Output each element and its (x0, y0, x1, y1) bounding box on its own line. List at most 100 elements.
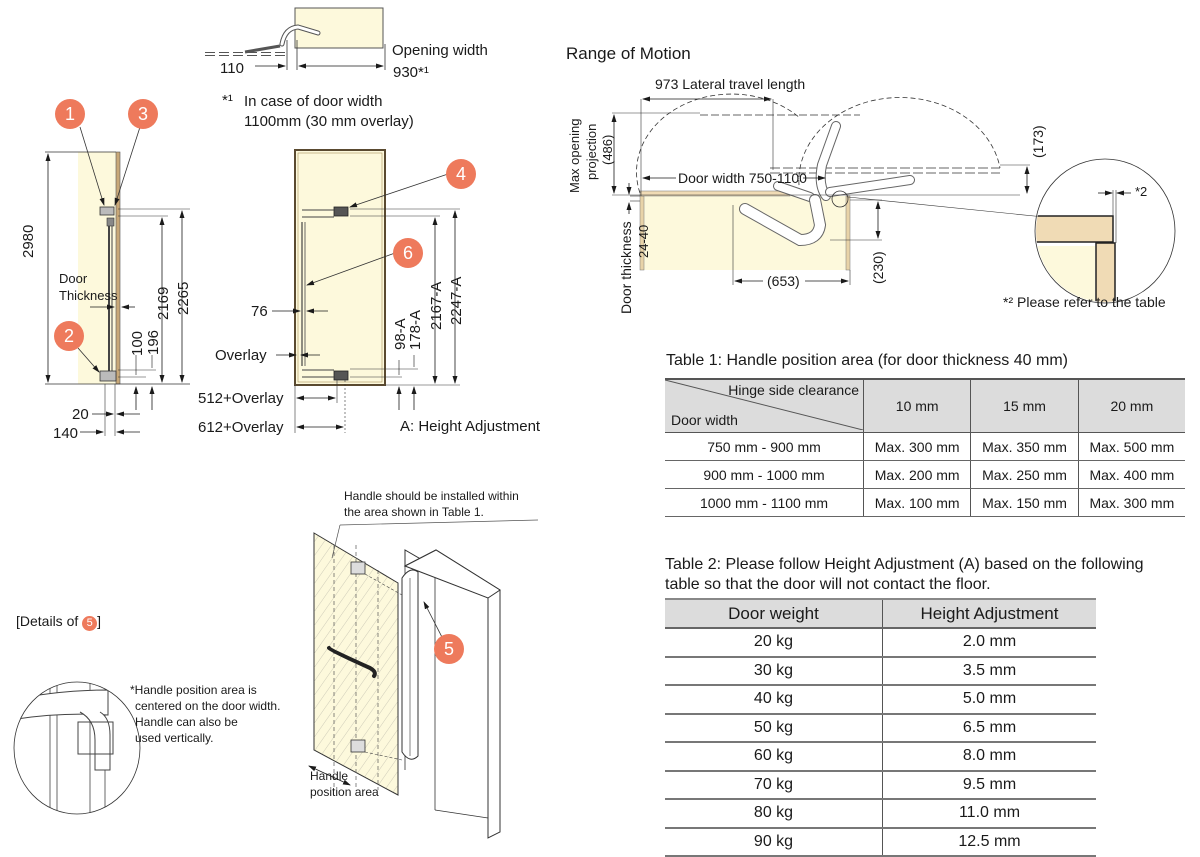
table1-cell: Max. 300 mm (863, 432, 972, 461)
handle-area-line-1: Handle (310, 769, 349, 783)
details-title-badge: 5 (82, 616, 98, 631)
details-note-line-2: centered on the door width. (135, 699, 281, 713)
table1-caption: Table 1: Handle position area (for door … (666, 352, 1068, 369)
dim-196: 196 (145, 329, 162, 355)
door-weight-cell: 40 kg (665, 685, 883, 715)
height-adjustment-cell: 5.0 mm (882, 685, 1096, 715)
callout-badge-4: 4 (446, 159, 476, 189)
overlay-label: Overlay (215, 347, 267, 364)
lateral-travel-label: 973 Lateral travel length (655, 76, 806, 92)
height-adjustment-cell: 3.5 mm (882, 656, 1096, 686)
handle-callout-line-1: Handle should be installed within (344, 489, 519, 503)
opening-width-label: Opening width (392, 42, 488, 59)
table1-cell: Max. 300 mm (1078, 488, 1185, 517)
details-note-line-1: *Handle position area is (130, 683, 257, 697)
callout-badge-3: 3 (128, 99, 158, 129)
table1-cell: Max. 100 mm (863, 488, 972, 517)
max-opening-value: (486) (600, 134, 615, 165)
dim-173: (173) (1030, 125, 1046, 158)
dim-2167-a: 2167-A (428, 281, 445, 330)
dim-2247-a: 2247-A (448, 276, 465, 325)
isometric-cabinet-view (308, 519, 539, 839)
table1-cell: Max. 150 mm (970, 488, 1079, 517)
table2-caption-line-2: table so that the door will not contact … (665, 576, 991, 593)
table2-col-header: Door weight (665, 598, 883, 629)
details-note-line-4: used vertically. (135, 731, 214, 745)
door-weight-cell: 30 kg (665, 656, 883, 686)
table1-cell: Max. 400 mm (1078, 460, 1185, 489)
table1-row-label: 750 mm - 900 mm (665, 432, 864, 461)
callout-badge-6: 6 (393, 238, 423, 268)
height-adjustment-cell: 6.5 mm (882, 713, 1096, 743)
dim-110: 110 (220, 60, 244, 77)
callout-badge-2: 2 (54, 321, 84, 351)
details-title-prefix: [Details of (16, 613, 79, 629)
dim-76: 76 (251, 303, 268, 320)
range-of-motion-diagram (611, 93, 1176, 304)
dim-20: 20 (72, 406, 89, 423)
footnote-marker: *¹ (222, 92, 233, 109)
dim-612-overlay: 612+Overlay (198, 419, 284, 436)
details-magnified-view (13, 681, 141, 815)
door-weight-cell: 60 kg (665, 742, 883, 772)
table2-caption: Table 2: Please follow Height Adjustment… (665, 555, 1200, 595)
side-view (45, 126, 190, 436)
footnote-line-1: In case of door width (244, 93, 383, 110)
footnote-line-2: 1100mm (30 mm overlay) (244, 113, 414, 130)
table1-corner-header: Hinge side clearance Door width (665, 378, 864, 433)
hinge-side-clearance-label: Hinge side clearance (728, 382, 859, 398)
dim-100: 100 (129, 330, 146, 356)
star2-marker: *2 (1135, 184, 1148, 199)
table-row: 900 mm - 1000 mm Max. 200 mm Max. 250 mm… (665, 460, 1185, 489)
max-opening-label-1: Max opening (567, 118, 582, 193)
door-thickness-label: Door thickness (618, 221, 634, 314)
dim-512-overlay: 512+Overlay (198, 390, 284, 407)
dim-2980: 2980 (20, 224, 37, 258)
dim-653: (653) (767, 273, 800, 289)
height-adjustment-cell: 11.0 mm (882, 799, 1096, 829)
details-title-suffix: ] (97, 613, 102, 629)
table1-col-header: 10 mm (863, 378, 972, 433)
opening-width-value: 930*¹ (393, 64, 429, 81)
table1-row-label: 900 mm - 1000 mm (665, 460, 864, 489)
handle-position-table: Hinge side clearance Door width 10 mm 15… (665, 378, 1185, 517)
max-opening-label-2: projection (584, 123, 599, 180)
handle-callout-line-2: the area shown in Table 1. (344, 505, 484, 519)
table1-row-label: 1000 mm - 1100 mm (665, 488, 864, 517)
dim-2169: 2169 (155, 286, 172, 320)
height-adjustment-cell: 9.5 mm (882, 770, 1096, 800)
door-weight-cell: 70 kg (665, 770, 883, 800)
table1-cell: Max. 350 mm (970, 432, 1079, 461)
table1-cell: Max. 500 mm (1078, 432, 1185, 461)
door-thickness-value: 24-40 (636, 224, 651, 258)
door-thickness-label-2: Thickness (59, 288, 118, 303)
door-weight-cell: 20 kg (665, 628, 883, 658)
star2-note: *² Please refer to the table (1003, 294, 1166, 310)
handle-position-area-label: Handle position area (310, 768, 379, 800)
door-weight-cell: 80 kg (665, 799, 883, 829)
table1-col-header: 15 mm (970, 378, 1079, 433)
table2-col-header: Height Adjustment (882, 598, 1096, 629)
table1-cell: Max. 250 mm (970, 460, 1079, 489)
front-view (272, 149, 460, 433)
height-adjustment-cell: 2.0 mm (882, 628, 1096, 658)
details-note-line-3: Handle can also be (135, 715, 238, 729)
dim-2265: 2265 (175, 281, 192, 315)
range-of-motion-title: Range of Motion (566, 44, 691, 63)
dim-230: (230) (870, 251, 886, 284)
table-row: 1000 mm - 1100 mm Max. 100 mm Max. 150 m… (665, 488, 1185, 517)
dim-140: 140 (53, 425, 79, 442)
top-plan-view (205, 7, 386, 70)
height-adjustment-cell: 8.0 mm (882, 742, 1096, 772)
table1-cell: Max. 200 mm (863, 460, 972, 489)
door-width-label: Door width (671, 412, 738, 428)
